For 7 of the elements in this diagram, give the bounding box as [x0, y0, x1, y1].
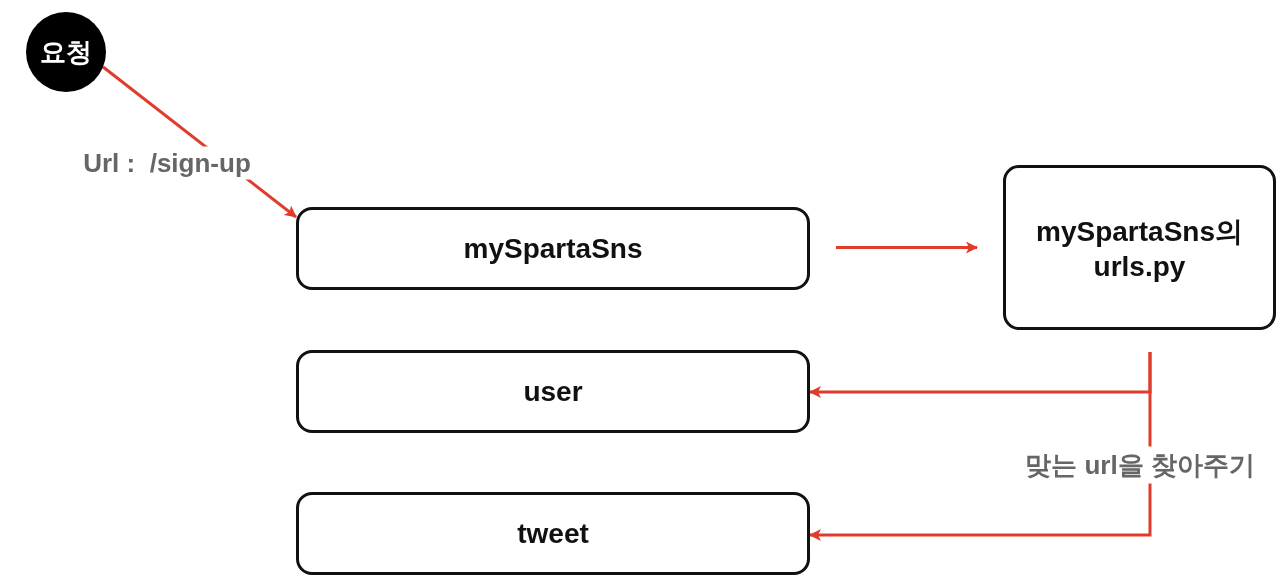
request-circle: 요청: [26, 12, 106, 92]
process-box: mySpartaSns: [296, 207, 810, 290]
process-box: mySpartaSns의 urls.py: [1003, 165, 1276, 330]
process-box: tweet: [296, 492, 810, 575]
arrow: [836, 241, 978, 254]
process-box: user: [296, 350, 810, 433]
arrow: [809, 352, 1152, 541]
